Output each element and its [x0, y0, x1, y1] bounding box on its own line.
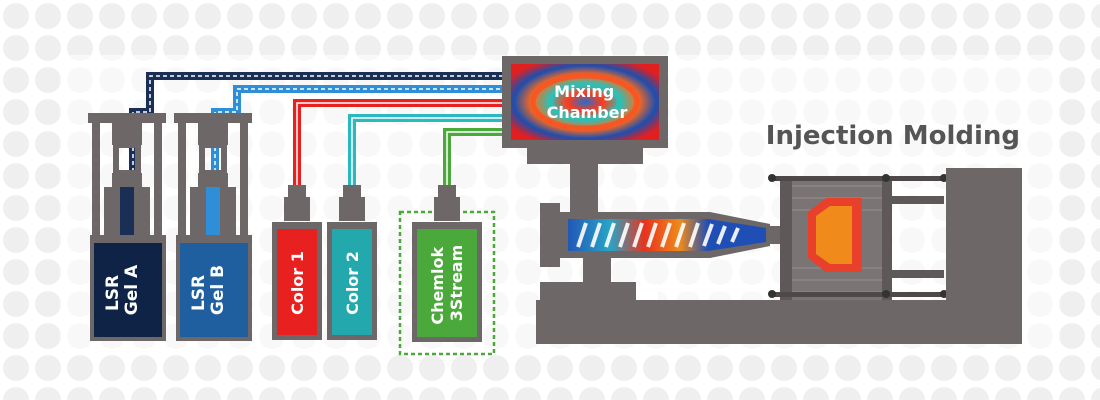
tank-gel-a-label: LSR Gel A: [103, 264, 142, 315]
mixing-chamber: Mixing Chamber: [502, 56, 668, 164]
tank-gel-b-label: LSR Gel B: [189, 265, 228, 315]
tank-color-2-fill: [332, 229, 372, 335]
tank-chemlok: Chemlok 3Stream: [398, 185, 496, 356]
injection-machine: [536, 164, 1022, 344]
tank-color-1-label: Color 1: [288, 251, 307, 315]
tank-color-2-label: Color 2: [343, 251, 362, 315]
tank-color-2: Color 2: [327, 185, 377, 340]
tank-color-1: Color 1: [272, 185, 322, 340]
tank-gel-b-fill: [180, 243, 248, 337]
machine-base: [536, 300, 1022, 344]
tank-color-1-fill: [277, 229, 317, 335]
screw-flights: [576, 222, 740, 248]
tank-gel-a: LSR Gel A: [88, 113, 166, 341]
tank-gel-b: LSR Gel B: [174, 113, 252, 341]
tank-gel-a-fill: [94, 243, 162, 337]
tank-chemlok-fill: [417, 229, 477, 337]
mixing-chamber-label: Mixing Chamber: [547, 82, 628, 122]
tank-chemlok-label: Chemlok 3Stream: [428, 241, 466, 324]
page-title: Injection Molding: [766, 121, 1020, 151]
